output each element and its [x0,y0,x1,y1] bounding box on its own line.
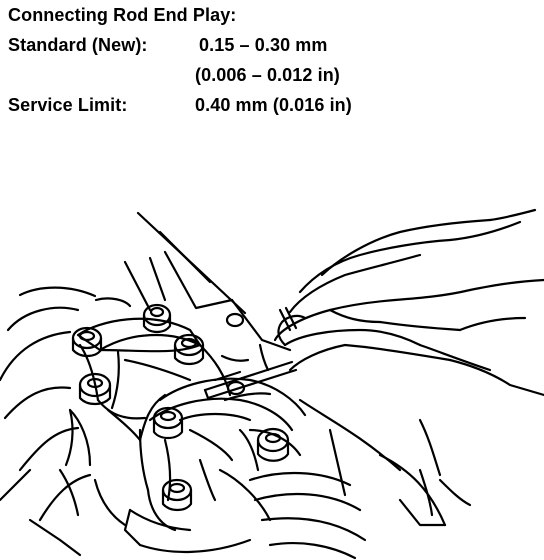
standard-label: Standard (New): [8,35,148,55]
engine-block [0,211,447,527]
rear-bolts [71,303,205,406]
lower-engine-detail [28,468,472,557]
standard-imperial-value: (0.006 – 0.012 in) [195,65,340,85]
feeler-gauge [203,360,298,400]
hand [273,208,544,397]
crankshaft [213,370,367,560]
front-bolts [152,406,290,512]
service-limit-label: Service Limit: [8,95,128,115]
front-rod-cap [123,377,307,554]
illustration-svg [0,208,544,560]
spec-heading: Connecting Rod End Play: [8,5,237,25]
standard-metric-value: 0.15 – 0.30 mm [199,35,328,55]
service-limit-value: 0.40 mm (0.016 in) [195,95,352,115]
connecting-rod-illustration [0,150,544,560]
